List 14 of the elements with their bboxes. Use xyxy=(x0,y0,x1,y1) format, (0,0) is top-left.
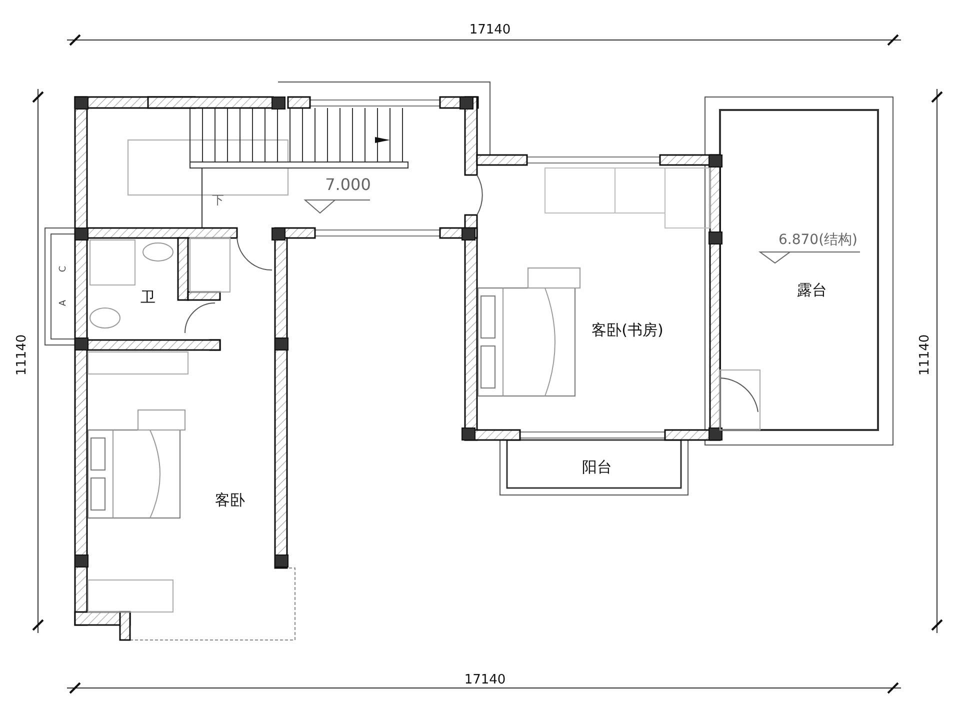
room-name: 阳台 xyxy=(582,458,612,476)
plan-label: 7.000 xyxy=(325,177,371,193)
plan-label: A xyxy=(60,300,68,306)
room-name: 卫 xyxy=(140,288,156,306)
plan-label: C xyxy=(60,266,68,272)
plan-label: 11140 xyxy=(16,334,28,376)
room-name: 客卧 xyxy=(215,492,245,508)
plan-label: 6.870(结构) xyxy=(778,233,858,247)
room-name: 客卧(书房) xyxy=(592,322,664,338)
room-name: 露台 xyxy=(797,282,827,298)
plan-label: 11140 xyxy=(918,334,932,376)
plan-label: 17140 xyxy=(469,24,511,36)
plan-label: 17140 xyxy=(464,674,506,686)
plan-label: 下 xyxy=(212,194,224,206)
